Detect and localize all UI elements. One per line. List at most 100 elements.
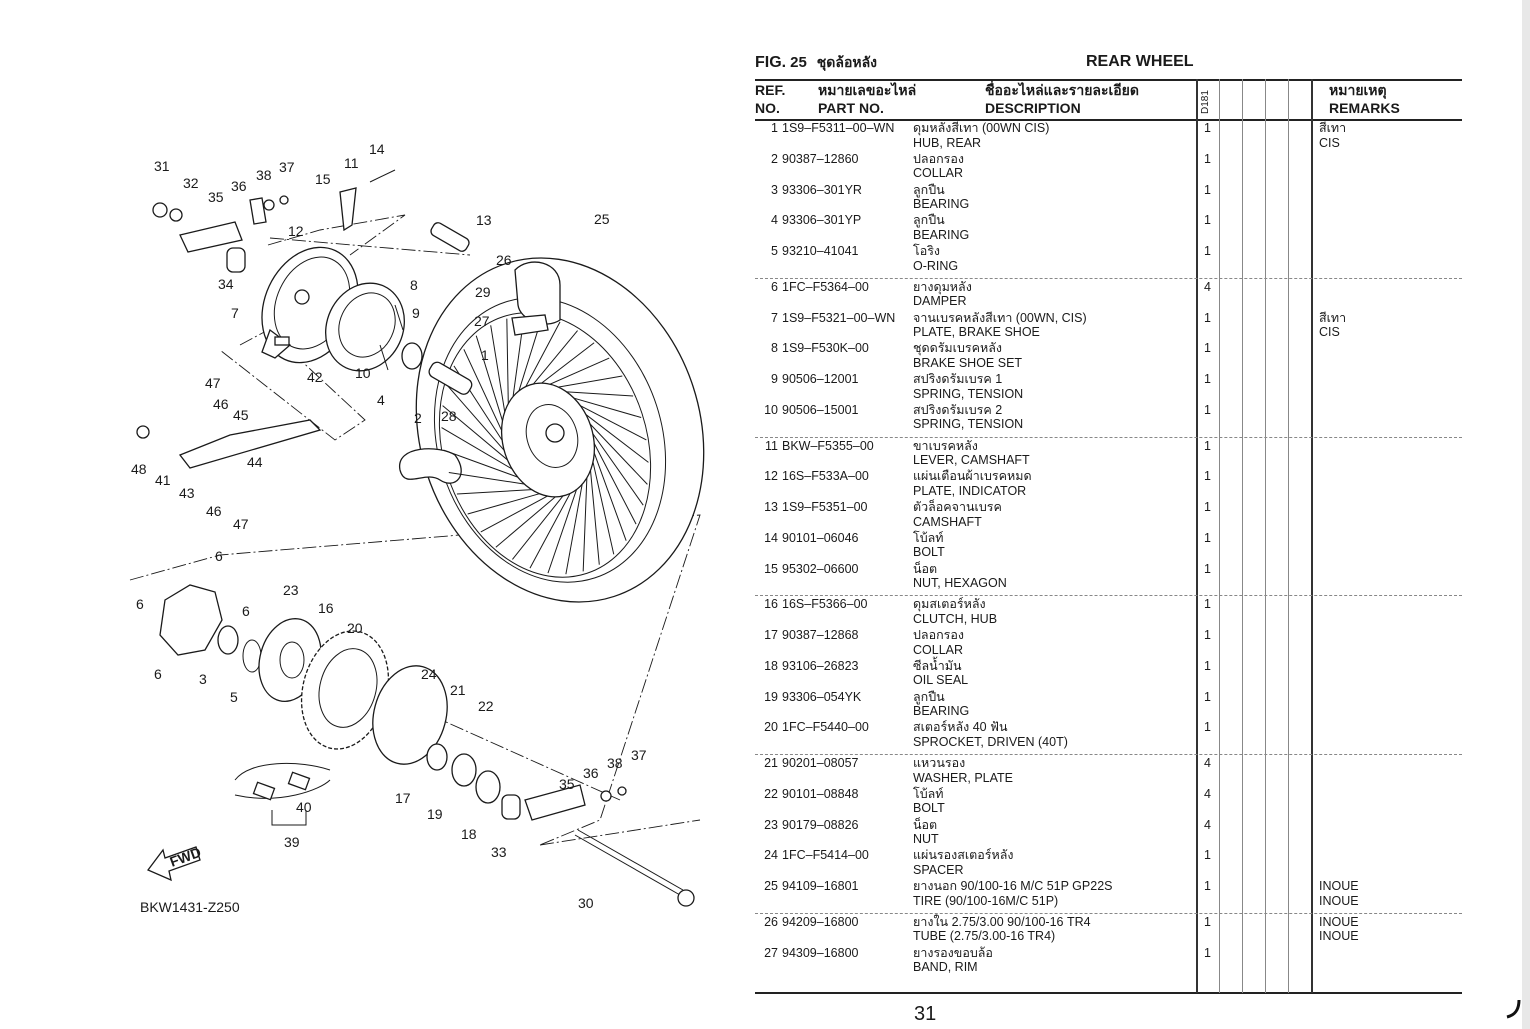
- description-english: BOLT: [913, 545, 945, 560]
- ref-number: 21: [764, 756, 778, 770]
- part-no-english: PART NO.: [818, 100, 884, 116]
- description-thai: ปลอกรอง: [913, 628, 964, 642]
- part-number: 90101–08848: [782, 786, 859, 801]
- description-thai: ตัวล็อคจานเบรค: [913, 500, 1002, 514]
- column-divider: [1219, 79, 1220, 993]
- description-thai: ยางดุมหลัง: [913, 279, 972, 294]
- quantity: 1: [1204, 244, 1211, 258]
- part-number: 93210–41041: [782, 244, 859, 258]
- callout-number: 39: [284, 834, 300, 850]
- spoke: [512, 486, 571, 560]
- callout-number: 42: [307, 369, 323, 385]
- quantity: 4: [1204, 786, 1211, 801]
- spoke: [442, 405, 519, 469]
- part-number: 93306–301YR: [782, 182, 862, 197]
- description-thai: ดุมสเตอร์หลัง: [913, 597, 986, 612]
- callout-number: 41: [155, 472, 171, 488]
- description-english: BAND, RIM: [913, 960, 978, 974]
- callout-number: 46: [206, 503, 222, 519]
- spoke: [463, 349, 509, 444]
- callout-number: 14: [369, 141, 385, 157]
- quantity: 4: [1204, 279, 1211, 294]
- description-thai: สปริงดรัมเบรค 2: [913, 402, 1003, 417]
- description: จานเบรคหลังสีเทา (00WN, CIS)PLATE, BRAKE…: [913, 311, 1087, 340]
- description-thai: ยางใน 2.75/3.00 90/100-16 TR4: [913, 914, 1091, 929]
- description-english: CLUTCH, HUB: [913, 611, 998, 626]
- description-thai: ซีลน้ำมัน: [913, 658, 962, 673]
- description-english: COLLAR: [913, 642, 964, 657]
- scrollbar[interactable]: [1522, 0, 1530, 1029]
- ref-number: 7: [771, 310, 778, 325]
- brake-assembly-illustration: [136, 169, 473, 469]
- callout-number: 19: [427, 806, 443, 822]
- description-english: SPRING, TENSION: [913, 417, 1024, 432]
- description-english: DESCRIPTION: [985, 100, 1081, 116]
- spoke: [588, 453, 600, 565]
- quantity: 1: [1204, 402, 1211, 417]
- ref-number: 19: [764, 689, 778, 704]
- description-thai: โบ้ลท์: [913, 530, 944, 545]
- callout-number: 13: [476, 212, 492, 228]
- part-number: 1FC–F5414–00: [782, 848, 869, 863]
- callout-number: 1: [481, 347, 489, 363]
- rear-wheel-illustration: [399, 257, 705, 603]
- callout-number: 35: [208, 189, 224, 205]
- title-thai: ชุดล้อหลัง: [816, 54, 878, 70]
- remark-line2: CIS: [1319, 135, 1340, 150]
- ref-number: 27: [764, 945, 778, 960]
- callout-number: 24: [421, 666, 437, 682]
- ref-number: 20: [764, 720, 778, 735]
- quantity: 1: [1204, 597, 1211, 612]
- spoke: [456, 488, 543, 495]
- description-english: SPACER: [913, 862, 964, 877]
- callout-number: 6: [242, 603, 250, 619]
- description-thai: ลูกปืน: [913, 689, 945, 704]
- ref-number: 6: [771, 279, 778, 294]
- description-thai: แหวนรอง: [913, 756, 966, 770]
- part-number: 95302–06600: [782, 561, 859, 576]
- part-number: 1S9–F5321–00–WN: [782, 310, 896, 325]
- description-thai: ดุมหลังสีเทา (00WN CIS): [913, 121, 1050, 135]
- remarks-english: REMARKS: [1329, 100, 1400, 116]
- callout-number: 4: [377, 392, 385, 408]
- callout-number: 47: [205, 375, 221, 391]
- ref-number: 4: [771, 213, 778, 228]
- quantity: 1: [1204, 121, 1211, 135]
- quantity: 1: [1204, 530, 1211, 545]
- description-english: BEARING: [913, 227, 970, 242]
- callout-number: 37: [279, 159, 295, 175]
- description-english: SPRING, TENSION: [913, 386, 1024, 401]
- sprocket-assembly-illustration: [159, 584, 695, 907]
- column-header-remarks: หมายเหตุ REMARKS: [1329, 81, 1400, 117]
- description-english: NUT, HEXAGON: [913, 576, 1007, 590]
- part-number: 94309–16800: [782, 945, 859, 960]
- description-thai: น็อต: [913, 561, 938, 576]
- spoke: [582, 462, 588, 572]
- callout-number: 9: [412, 305, 420, 321]
- spoke: [443, 449, 530, 482]
- header-top-rule: [755, 79, 1462, 81]
- part-number: 1S9–F5311–00–WN: [782, 121, 895, 135]
- quantity: 1: [1204, 689, 1211, 704]
